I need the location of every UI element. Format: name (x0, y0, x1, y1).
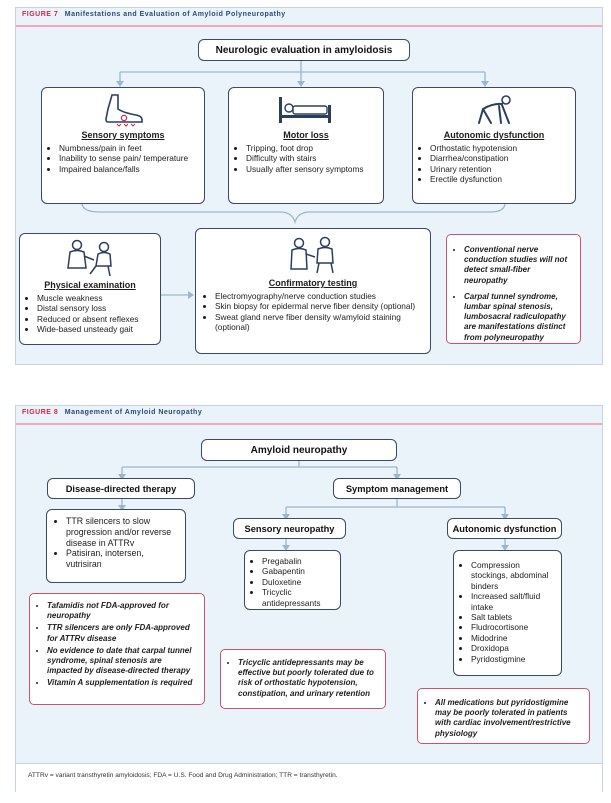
list-item: Orthostatic hypotension (430, 143, 569, 153)
figure-7-header: FIGURE 7 Manifestations and Evaluation o… (16, 8, 602, 27)
fig8-root-label: Amyloid neuropathy (250, 444, 348, 456)
foot-pain-icon (105, 94, 143, 127)
sensory-neuropathy-list: Pregabalin Gabapentin Duloxetine Tricycl… (251, 556, 334, 608)
figure-title: Management of Amyloid Neuropathy (64, 409, 203, 416)
autonomic-treatment-list: Compression stockings, abdominal binders… (460, 560, 555, 664)
autonomic-dysfunction-label: Autonomic dysfunction (452, 523, 557, 534)
physical-list: Muscle weakness Distal sensory loss Redu… (26, 293, 154, 335)
list-item: Usually after sensory symptoms (246, 164, 377, 174)
doctor-testing-icon (290, 236, 334, 274)
doctor-examining-icon (67, 239, 112, 277)
list-item: Sweat gland nerve fiber density w/amyloi… (215, 312, 422, 333)
physical-exam-box: Physical examination Muscle weakness Dis… (19, 233, 161, 345)
fig7-root-box: Neurologic evaluation in amyloidosis (198, 39, 410, 61)
list-item: Erectile dysfunction (430, 174, 569, 184)
list-item: Tripping, foot drop (246, 143, 377, 153)
list-item: Vitamin A supplementation is required (47, 678, 198, 688)
list-item: Tafamidis not FDA-approved for neuropath… (47, 601, 198, 621)
list-item: Patisiran, inotersen, vutrisiran (66, 548, 177, 570)
list-item: Reduced or absent reflexes (37, 314, 154, 324)
figure-number: FIGURE 7 (22, 11, 59, 18)
list-item: Gabapentin (262, 566, 334, 576)
fig8-note-left: Tafamidis not FDA-approved for neuropath… (29, 593, 205, 705)
list-item: Tricyclic antidepressants (262, 587, 334, 608)
sensory-neuropathy-label: Sensory neuropathy (244, 523, 335, 534)
sensory-symptoms-box: Sensory symptoms Numbness/pain in feet I… (41, 87, 205, 204)
list-item: TTR silencers to slow progression and/or… (66, 516, 177, 548)
figure-title: Manifestations and Evaluation of Amyloid… (64, 11, 286, 18)
list-item: Conventional nerve conduction studies wi… (464, 245, 574, 286)
fig7-root-label: Neurologic evaluation in amyloidosis (215, 44, 393, 56)
figure-8-label: FIGURE 8 Management of Amyloid Neuropath… (22, 409, 202, 416)
fig8-root-box: Amyloid neuropathy (201, 439, 397, 461)
sensory-list: Numbness/pain in feet Inability to sense… (48, 143, 198, 174)
autonomic-list-box: Compression stockings, abdominal binders… (453, 550, 562, 676)
list-item: Difficulty with stairs (246, 153, 377, 163)
list-item: Salt tablets (471, 612, 555, 622)
list-item: Inability to sense pain/ temperature (59, 153, 198, 163)
figure-number: FIGURE 8 (22, 409, 59, 416)
list-item: Carpal tunnel syndrome, lumbar spinal st… (464, 292, 574, 343)
list-item: Duloxetine (262, 577, 334, 587)
abbreviations-footnote: ATTRv = variant transthyretin amyloidosi… (28, 772, 338, 779)
sensory-heading: Sensory symptoms (81, 130, 165, 140)
fig8-note-mid: Tricyclic antidepressants may be effecti… (220, 649, 386, 709)
list-item: Compression stockings, abdominal binders (471, 560, 555, 591)
motor-loss-box: Motor loss Tripping, foot drop Difficult… (228, 87, 384, 204)
bed-patient-icon (279, 97, 331, 123)
figure-8-footer: ATTRv = variant transthyretin amyloidosi… (16, 763, 602, 794)
list-item: Distal sensory loss (37, 303, 154, 313)
list-item: Impaired balance/falls (59, 164, 198, 174)
sensory-neuropathy-box: Sensory neuropathy (233, 518, 346, 539)
list-item: TTR silencers are only FDA-approved for … (47, 623, 198, 643)
motor-list: Tripping, foot drop Difficulty with stai… (235, 143, 377, 174)
list-item: No evidence to date that carpal tunnel s… (47, 646, 198, 677)
list-item: Increased salt/fluid intake (471, 591, 555, 612)
motor-heading: Motor loss (283, 130, 329, 140)
symptom-management-box: Symptom management (333, 478, 461, 499)
autonomic-dysfunction-title-box: Autonomic dysfunction (447, 518, 562, 539)
list-item: Midodrine (471, 633, 555, 643)
list-item: Diarrhea/constipation (430, 153, 569, 163)
list-item: Wide-based unsteady gait (37, 324, 154, 334)
list-item: Pyridostigmine (471, 654, 555, 664)
symptom-management-label: Symptom management (345, 483, 449, 494)
autonomic-heading: Autonomic dysfunction (443, 130, 545, 140)
physical-heading: Physical examination (44, 280, 136, 290)
figure-8-header: FIGURE 8 Management of Amyloid Neuropath… (16, 406, 602, 425)
autonomic-dysfunction-box: Autonomic dysfunction Orthostatic hypote… (412, 87, 576, 204)
disease-directed-list: TTR silencers to slow progression and/or… (55, 516, 177, 570)
fig8-note-right: All medications but pyridostigmine may b… (417, 688, 590, 744)
confirmatory-heading: Confirmatory testing (268, 278, 358, 288)
figure-7-label: FIGURE 7 Manifestations and Evaluation o… (22, 11, 286, 18)
disease-directed-box: Disease-directed therapy (47, 478, 195, 499)
disease-directed-list-box: TTR silencers to slow progression and/or… (46, 509, 186, 583)
confirmatory-list: Electromyography/nerve conduction studie… (204, 291, 422, 333)
list-item: Muscle weakness (37, 293, 154, 303)
fig8-note-left-list: Tafamidis not FDA-approved for neuropath… (36, 601, 198, 689)
sensory-neuropathy-list-box: Pregabalin Gabapentin Duloxetine Tricycl… (244, 550, 341, 610)
list-item: Urinary retention (430, 164, 569, 174)
list-item: All medications but pyridostigmine may b… (435, 698, 583, 739)
fig7-note-box: Conventional nerve conduction studies wi… (446, 234, 581, 344)
disease-directed-label: Disease-directed therapy (65, 483, 177, 494)
fig8-note-mid-list: Tricyclic antidepressants may be effecti… (227, 658, 379, 699)
list-item: Numbness/pain in feet (59, 143, 198, 153)
list-item: Tricyclic antidepressants may be effecti… (238, 658, 379, 699)
fig7-note-list: Conventional nerve conduction studies wi… (453, 245, 574, 343)
crawling-person-icon (478, 95, 511, 124)
confirmatory-testing-box: Confirmatory testing Electromyography/ne… (195, 228, 431, 354)
list-item: Skin biopsy for epidermal nerve fiber de… (215, 301, 422, 311)
fig8-note-right-list: All medications but pyridostigmine may b… (424, 698, 583, 739)
list-item: Fludrocortisone (471, 622, 555, 632)
list-item: Droxidopa (471, 643, 555, 653)
autonomic-list: Orthostatic hypotension Diarrhea/constip… (419, 143, 569, 185)
list-item: Electromyography/nerve conduction studie… (215, 291, 422, 301)
list-item: Pregabalin (262, 556, 334, 566)
